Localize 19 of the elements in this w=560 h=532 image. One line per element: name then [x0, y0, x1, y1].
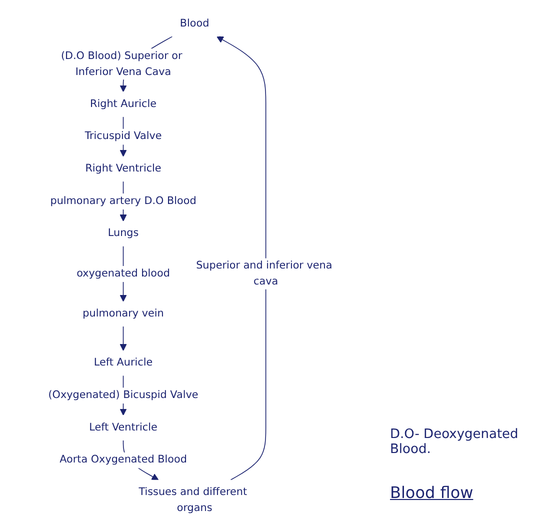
- caption: Blood flow: [390, 483, 474, 502]
- arrow: [120, 326, 128, 351]
- edge-label: Aorta Oxygenated Blood: [60, 454, 188, 466]
- edge-label: (D.O Blood) Superior or Inferior Vena Cava: [61, 50, 183, 78]
- node-text: Lungs: [108, 227, 140, 240]
- node-text: Right Ventricle: [86, 162, 162, 175]
- node-text: pulmonary vein: [83, 308, 164, 320]
- edge-label: (Oxygenated) Bicuspid Valve: [48, 389, 199, 402]
- node-text: Left Auricle: [94, 356, 154, 369]
- edge-label: Superior and inferior vena cava: [196, 260, 333, 288]
- node-text: Right Auricle: [90, 98, 157, 110]
- node-text: Tissues and different organs: [139, 486, 248, 514]
- edge-label: pulmonary artery D.O Blood: [50, 195, 197, 208]
- key-note: D.O- Deoxygenated Blood.: [390, 427, 520, 457]
- edge-label: Tricuspid Valve: [85, 130, 162, 142]
- node-text: Blood: [180, 18, 210, 30]
- edge-label: oxygenated blood: [77, 268, 170, 280]
- node-text: Left Ventricle: [90, 422, 158, 434]
- arrow: [217, 36, 267, 480]
